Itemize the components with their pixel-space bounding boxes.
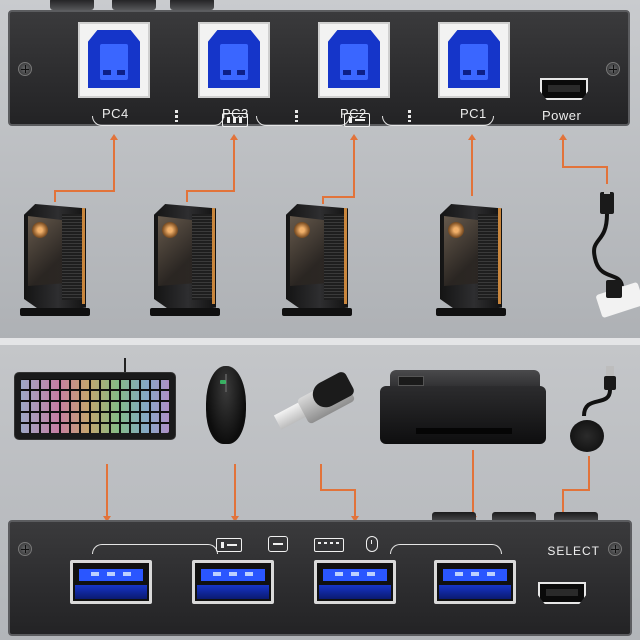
separator-dots bbox=[408, 110, 411, 122]
kvm-front-panel: SELECT bbox=[8, 520, 632, 636]
connector-printer bbox=[472, 450, 474, 516]
connector-pc2 bbox=[353, 140, 355, 196]
connector-select bbox=[588, 456, 590, 490]
pc-tower-3 bbox=[140, 196, 224, 318]
screw-right bbox=[608, 542, 622, 556]
arrow-down-icon bbox=[231, 516, 239, 522]
usb-flash-drive bbox=[272, 370, 364, 436]
power-adapter-icon bbox=[582, 366, 616, 417]
usb-b-port-pc1[interactable] bbox=[438, 22, 510, 98]
mouse-icon bbox=[366, 536, 378, 552]
connector-keyboard bbox=[106, 464, 108, 516]
connector-pc2-drop bbox=[322, 196, 324, 204]
connector-pc3 bbox=[233, 140, 235, 190]
usb-b-socket bbox=[208, 30, 260, 88]
top-knob-2 bbox=[112, 0, 156, 10]
top-knob-3 bbox=[170, 0, 214, 10]
usb-b-socket bbox=[448, 30, 500, 88]
connector-power-h bbox=[562, 166, 608, 168]
connector-flash-h bbox=[320, 489, 356, 491]
device-group-bracket-left bbox=[92, 544, 218, 554]
connector-pc4 bbox=[113, 140, 115, 190]
connector-pc4-h bbox=[54, 190, 115, 192]
hdmi-select-port[interactable] bbox=[538, 582, 586, 604]
usb-a-port-3[interactable] bbox=[314, 560, 396, 604]
keyboard-device bbox=[14, 372, 176, 440]
usb-drive-icon bbox=[216, 538, 242, 552]
usb-a-port-4[interactable] bbox=[434, 560, 516, 604]
select-label: SELECT bbox=[547, 544, 600, 558]
screw-left bbox=[18, 62, 32, 76]
printer-device bbox=[380, 368, 546, 444]
usb-a-port-1[interactable] bbox=[70, 560, 152, 604]
connector-select-drop bbox=[562, 489, 564, 516]
connector-mouse bbox=[234, 464, 236, 516]
usb-cable-icon bbox=[222, 113, 248, 127]
usb-b-socket bbox=[328, 30, 380, 88]
arrow-up-icon bbox=[350, 134, 358, 140]
connector-pc2-h bbox=[322, 196, 355, 198]
screw-right bbox=[606, 62, 620, 76]
connector-flash-drop bbox=[354, 489, 356, 516]
top-knob-1 bbox=[50, 0, 94, 10]
port-label-pc1: PC1 bbox=[460, 106, 487, 121]
separator-dots bbox=[175, 110, 178, 122]
power-label: Power bbox=[542, 108, 582, 123]
arrow-down-icon bbox=[103, 516, 111, 522]
arrow-up-icon bbox=[468, 134, 476, 140]
connector-power-drop bbox=[606, 166, 608, 192]
connector-pc4-drop bbox=[54, 190, 56, 202]
printer-icon bbox=[268, 536, 288, 552]
connector-pc1 bbox=[471, 140, 473, 196]
port-group-bracket-right bbox=[382, 116, 494, 126]
port-group-bracket-mid bbox=[256, 116, 350, 126]
keyboard-icon bbox=[314, 538, 344, 552]
device-group-bracket-right bbox=[390, 544, 502, 554]
kvm-back-panel: PC4 PC3 PC2 PC1 Power bbox=[8, 10, 630, 127]
port-group-bracket-left bbox=[92, 116, 224, 126]
usb-stick-icon bbox=[344, 113, 370, 127]
connector-flash bbox=[320, 464, 322, 490]
usb-b-port-pc3[interactable] bbox=[198, 22, 270, 98]
keyboard-cable bbox=[124, 358, 126, 374]
connector-pc3-h bbox=[186, 190, 235, 192]
arrow-up-icon bbox=[110, 134, 118, 140]
arrow-down-icon bbox=[351, 516, 359, 522]
arrow-up-icon bbox=[230, 134, 238, 140]
usb-b-port-pc2[interactable] bbox=[318, 22, 390, 98]
arrow-up-icon bbox=[559, 134, 567, 140]
usb-b-port-pc4[interactable] bbox=[78, 22, 150, 98]
connector-pc3-drop bbox=[186, 190, 188, 202]
screw-left bbox=[18, 542, 32, 556]
usb-b-socket bbox=[88, 30, 140, 88]
desk-controller bbox=[570, 420, 604, 452]
pc-tower-2 bbox=[272, 196, 356, 318]
port-label-pc4: PC4 bbox=[102, 106, 129, 121]
pc-tower-4 bbox=[10, 196, 94, 318]
separator-dots bbox=[295, 110, 298, 122]
pc-tower-1 bbox=[426, 196, 510, 318]
section-divider bbox=[0, 338, 640, 346]
hdmi-power-port[interactable] bbox=[540, 78, 588, 100]
connector-power bbox=[562, 140, 564, 166]
usb-a-port-2[interactable] bbox=[192, 560, 274, 604]
connector-select-h bbox=[562, 489, 590, 491]
mouse-device bbox=[206, 366, 246, 444]
power-cable-icon bbox=[592, 184, 640, 318]
